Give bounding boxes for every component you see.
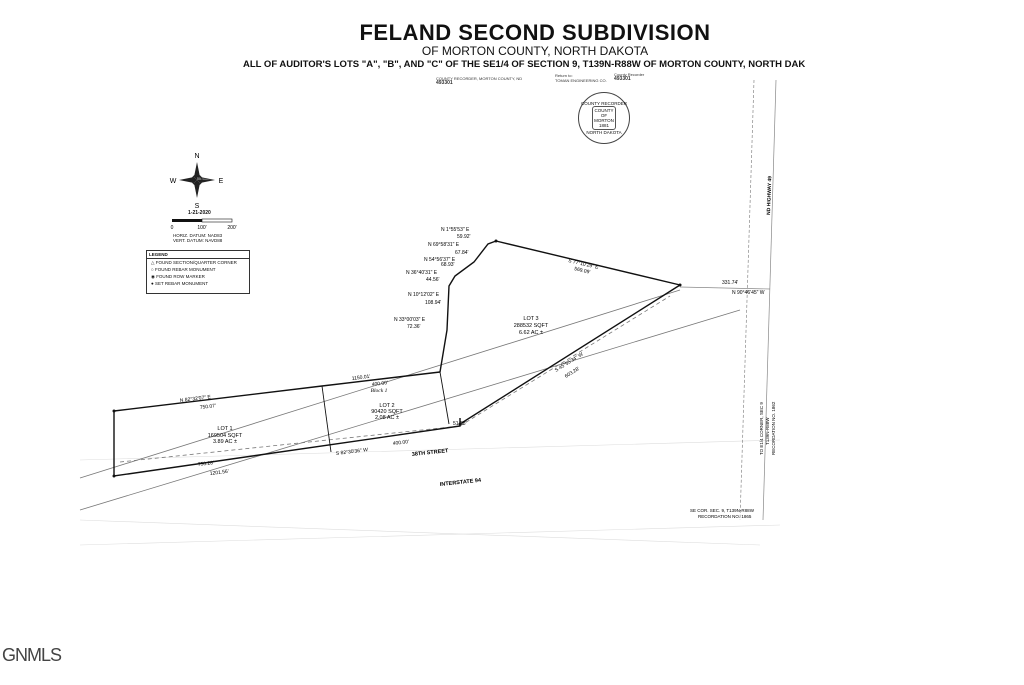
legend-item: ◉ FOUND ROW MARKER xyxy=(151,274,205,279)
compass-w: W xyxy=(170,178,177,185)
scale-tick-2: 200' xyxy=(227,225,236,231)
datum-block: HORIZ. DATUM: NAD83 VERT. DATUM: NAVD88 xyxy=(173,233,222,243)
legal-description: ALL OF AUDITOR'S LOTS "A", "B", AND "C" … xyxy=(243,59,806,70)
page-subtitle: OF MORTON COUNTY, NORTH DAKOTA xyxy=(421,44,649,58)
datum-horiz: HORIZ. DATUM: NAD83 xyxy=(173,233,223,238)
watermark: GNMLS xyxy=(2,645,62,665)
corner-markers xyxy=(112,239,682,478)
recorder-right-label: County Recorder xyxy=(614,72,645,77)
recorder-return-label: Return to: xyxy=(555,73,573,78)
street-label: 38TH STREET xyxy=(412,448,450,458)
e-corner-1: TO E1/4 CORNER, SEC 9 xyxy=(759,402,764,455)
lot1-ac: 3.89 AC ± xyxy=(213,439,237,445)
legend-item: ● SET REBAR MONUMENT xyxy=(151,281,209,286)
recorder-block-right: County Recorder 493301 xyxy=(614,72,644,82)
recorder-return-block: Return to: TOMAN ENGINEERING CO. xyxy=(555,73,607,83)
block-label: Block 1 xyxy=(371,388,388,394)
bearing-b1: N 1°55'53" E xyxy=(441,227,470,233)
bearing-d5: 108.94' xyxy=(425,300,441,306)
highway-lines xyxy=(679,79,777,521)
bearing-b6: N 33°00'03" E xyxy=(394,317,426,323)
se-corner-2: RECORDATION NO. 1865 xyxy=(698,514,752,519)
bearing-d11: 400.00' xyxy=(372,380,389,388)
bearing-d14: 1201.56' xyxy=(210,469,230,477)
bearing-b3: N 54°56'37" E xyxy=(424,257,456,263)
corner-notes: SE COR. SEC. 9, T139N-R88W RECORDATION N… xyxy=(690,401,776,519)
lot2-sqft: 90420 SQFT xyxy=(371,409,403,415)
lot1-sqft: 169504 SQFT xyxy=(208,433,243,439)
bearing-b16: N 90°46'45" W xyxy=(732,290,765,296)
bearing-d6: 72.36' xyxy=(407,324,421,330)
bearing-d3: 68.93' xyxy=(441,262,455,268)
bearing-b4: N 36°40'31" E xyxy=(406,270,438,276)
scale-tick-1: 100' xyxy=(197,225,206,231)
bearing-d12: 400.00' xyxy=(393,439,410,447)
compass-n: N xyxy=(194,153,199,160)
bearing-labels: N 1°55'53" E 59.92' N 69°58'31" E 67.84'… xyxy=(180,227,765,477)
seal-inner-mid: MORTON xyxy=(594,118,614,123)
legend: LEGEND △ FOUND SECTION/QUARTER CORNER ○ … xyxy=(146,250,250,294)
scan-texture xyxy=(79,439,781,546)
highway-label: ND HIGHWAY 49 xyxy=(766,176,773,215)
bearing-d7: 569.09' xyxy=(574,266,591,276)
seal-outer-bot: NORTH DAKOTA xyxy=(586,130,622,135)
seal-inner-top: COUNTY OF xyxy=(594,108,614,118)
se-corner-1: SE COR. SEC. 9, T139N-R88W xyxy=(690,508,755,513)
seal-outer-top: COUNTY RECORDER xyxy=(581,101,627,106)
lot2-ac: 2.08 AC ± xyxy=(375,415,399,421)
datum-vert: VERT. DATUM: NAVD88 xyxy=(173,238,223,243)
compass-icon: N S E W xyxy=(170,153,224,210)
scale-tick-0: 0 xyxy=(171,225,174,231)
compass-s: S xyxy=(195,203,200,210)
bearing-d9: 750.07' xyxy=(200,403,217,411)
recorder-left-label: COUNTY RECORDER, MORTON COUNTY, ND xyxy=(436,76,523,81)
bearing-d4: 44.56' xyxy=(426,277,440,283)
lot2-name: LOT 2 xyxy=(379,403,394,409)
recorder-company: TOMAN ENGINEERING CO. xyxy=(555,78,607,83)
interstate-label: INTERSTATE 94 xyxy=(440,478,483,488)
seal-inner-bot: 1881 xyxy=(598,123,609,128)
lot3-name: LOT 3 xyxy=(523,316,538,322)
road-lines xyxy=(79,289,741,511)
bearing-d1: 59.92' xyxy=(457,234,471,240)
lot1-name: LOT 1 xyxy=(217,426,232,432)
legend-item: △ FOUND SECTION/QUARTER CORNER xyxy=(151,260,237,265)
bearing-d10: 1150.01' xyxy=(352,374,371,382)
scale-date: 1-21-2020 xyxy=(188,210,211,216)
compass-e: E xyxy=(219,178,224,185)
recorder-left-doc: 493301 xyxy=(436,80,453,86)
page-title: FELAND SECOND SUBDIVISION xyxy=(359,20,711,45)
lot-labels: LOT 1 169504 SQFT 3.89 AC ± LOT 2 90420 … xyxy=(208,316,549,445)
lot3-ac: 6.62 AC ± xyxy=(519,330,543,336)
bearing-d16: 331.74' xyxy=(722,280,738,286)
scale-bar: 0 100' 200' xyxy=(171,218,237,231)
bearing-d8: 603.28' xyxy=(564,366,581,380)
legend-title: LEGEND xyxy=(147,251,249,259)
lot3-sqft: 288532 SQFT xyxy=(514,323,549,329)
e-corner-2: T139N-R88W xyxy=(765,417,770,445)
recorder-block-left: COUNTY RECORDER, MORTON COUNTY, ND 49330… xyxy=(436,76,522,86)
recorder-right-doc: 493301 xyxy=(614,76,631,82)
bearing-b9: N 82°32'07" E xyxy=(180,394,212,404)
bearing-b2: N 69°58'31" E xyxy=(428,242,460,248)
legend-item: ○ FOUND REBAR MONUMENT xyxy=(151,267,216,272)
e-corner-3: RECORDATION NO. 1862 xyxy=(771,401,776,455)
bearing-d13: 750.28' xyxy=(198,460,215,468)
bearing-b5: N 10°12'02" E xyxy=(408,292,440,298)
county-seal: COUNTY RECORDER COUNTY OF MORTON 1881 NO… xyxy=(578,92,630,144)
seal-inner: COUNTY OF MORTON 1881 xyxy=(592,106,616,130)
bearing-b12: S 82°30'36" W xyxy=(336,447,369,457)
bearing-d2: 67.84' xyxy=(455,250,469,256)
